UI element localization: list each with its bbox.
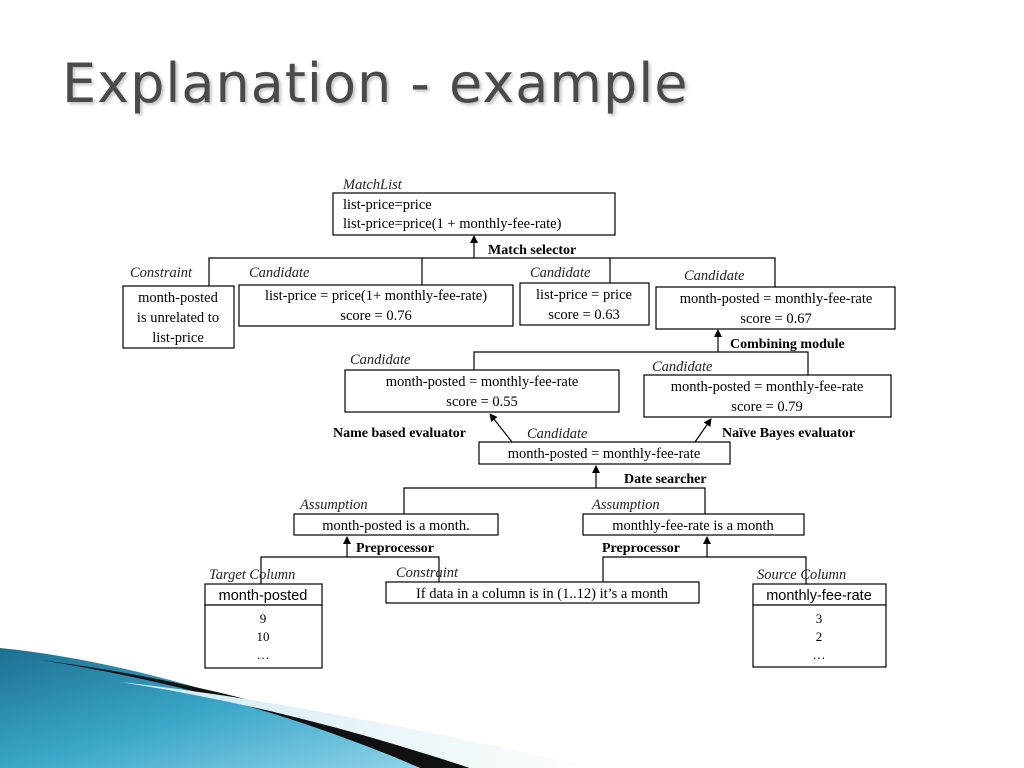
- preprocessor-left-label: Preprocessor: [356, 541, 434, 556]
- target-column-header: month-posted: [219, 588, 308, 604]
- candidate-d-box: [344, 369, 620, 413]
- constraint-top-box: [122, 285, 235, 349]
- assumption-right-box: [582, 513, 805, 536]
- candidate-a-box: [238, 284, 514, 327]
- naive-bayes-evaluator-label: Naïve Bayes evaluator: [722, 426, 855, 441]
- target-column-label: Target Column: [209, 567, 295, 583]
- source-column-value-2: 2: [816, 629, 823, 644]
- target-column-value-1: 9: [260, 611, 267, 626]
- connector-lines: [208, 235, 809, 584]
- assumption-left-box: [293, 513, 499, 536]
- assumption-left-line-1: month-posted is a month.: [322, 518, 469, 534]
- combining-module-label: Combining module: [730, 337, 845, 352]
- date-searcher-label: Date searcher: [624, 472, 707, 487]
- candidate-c-label: Candidate: [684, 268, 745, 284]
- match-selector-label: Match selector: [488, 243, 576, 258]
- constraint-bottom-label: Constraint: [396, 565, 459, 581]
- candidate-f-label: Candidate: [527, 426, 588, 442]
- name-based-evaluator-label: Name based evaluator: [333, 426, 466, 441]
- source-column-value-1: 3: [816, 611, 823, 626]
- source-column-values-box: [752, 604, 887, 668]
- candidate-d-label: Candidate: [350, 352, 411, 368]
- candidate-c-line-2: score = 0.67: [740, 311, 811, 327]
- candidate-a-label: Candidate: [249, 265, 310, 281]
- source-column-label: Source Column: [757, 567, 846, 583]
- matchlist-line-1: list-price=price: [343, 197, 432, 213]
- candidate-a-line-2: score = 0.76: [340, 308, 411, 324]
- candidate-f-box: [478, 441, 731, 465]
- candidate-e-box: [643, 374, 892, 418]
- target-column-values-box: [204, 604, 323, 669]
- candidate-a-line-1: list-price = price(1+ monthly-fee-rate): [265, 288, 487, 304]
- candidate-f-line-1: month-posted = monthly-fee-rate: [508, 446, 701, 462]
- target-column-value-2: 10: [257, 629, 270, 644]
- candidate-b-line-2: score = 0.63: [548, 307, 619, 323]
- candidate-c-line-1: month-posted = monthly-fee-rate: [680, 291, 873, 307]
- candidate-b-label: Candidate: [530, 265, 591, 281]
- assumption-right-line-1: monthly-fee-rate is a month: [612, 518, 774, 534]
- candidate-d-line-1: month-posted = monthly-fee-rate: [386, 374, 579, 390]
- matchlist-box: [332, 192, 616, 236]
- candidate-b-line-1: list-price = price: [536, 287, 632, 303]
- matchlist-label: MatchList: [342, 177, 403, 193]
- slide-title: Explanation - example: [62, 52, 689, 115]
- decorative-swoosh: [0, 648, 600, 768]
- constraint-bottom-box: [385, 581, 700, 604]
- candidate-e-line-2: score = 0.79: [731, 399, 802, 415]
- candidate-e-line-1: month-posted = monthly-fee-rate: [671, 379, 864, 395]
- target-column-value-3: …: [257, 647, 270, 662]
- constraint-top-line-2: is unrelated to: [137, 310, 219, 326]
- constraint-top-label: Constraint: [130, 265, 193, 281]
- candidate-e-label: Candidate: [652, 359, 713, 375]
- constraint-top-line-3: list-price: [152, 330, 204, 346]
- constraint-bottom-line-1: If data in a column is in (1..12) it’s a…: [416, 586, 669, 602]
- constraint-top-line-1: month-posted: [138, 290, 218, 306]
- assumption-left-label: Assumption: [299, 497, 368, 513]
- candidate-b-box: [519, 282, 650, 326]
- preprocessor-right-label: Preprocessor: [602, 541, 680, 556]
- candidate-d-line-2: score = 0.55: [446, 394, 517, 410]
- matchlist-line-2: list-price=price(1 + monthly-fee-rate): [343, 216, 562, 232]
- source-column-header: monthly-fee-rate: [766, 588, 872, 604]
- candidate-c-box: [655, 286, 896, 330]
- assumption-right-label: Assumption: [591, 497, 660, 513]
- source-column-value-3: …: [813, 647, 826, 662]
